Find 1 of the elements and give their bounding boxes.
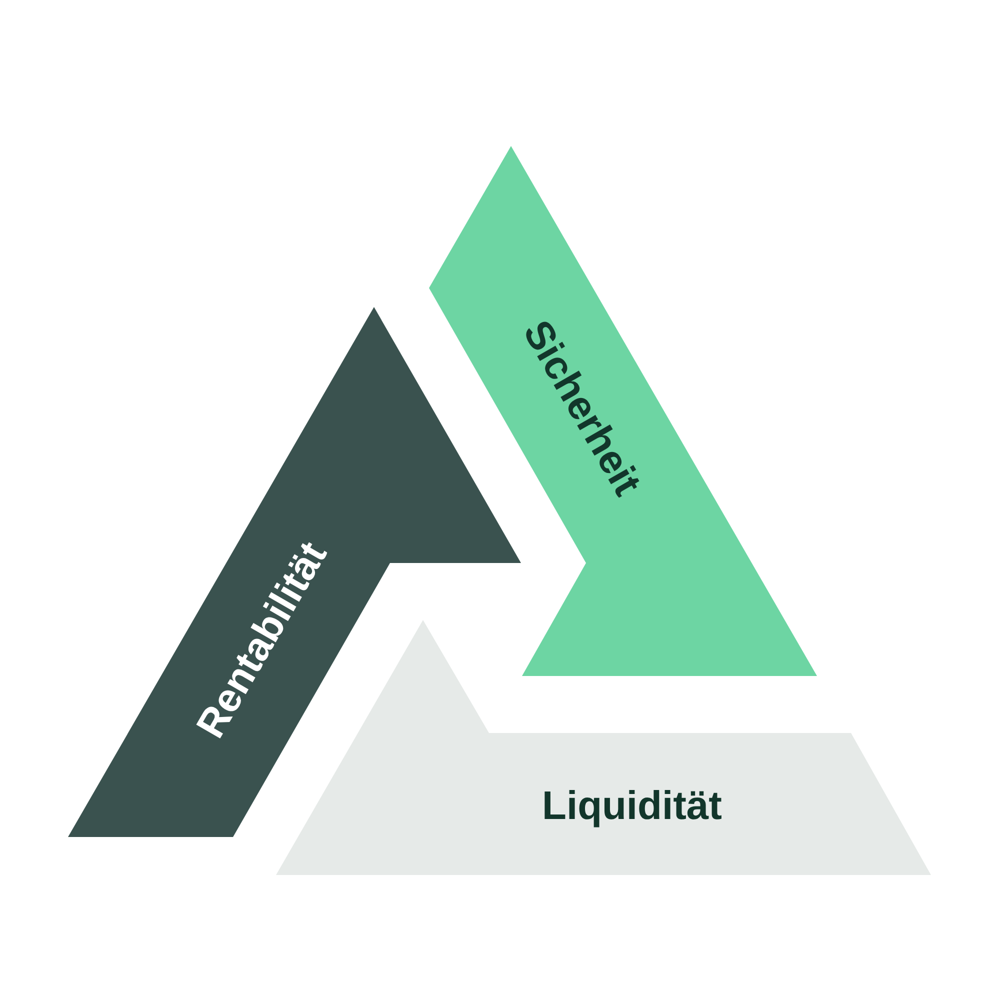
- band-label: Liquidität: [542, 786, 722, 826]
